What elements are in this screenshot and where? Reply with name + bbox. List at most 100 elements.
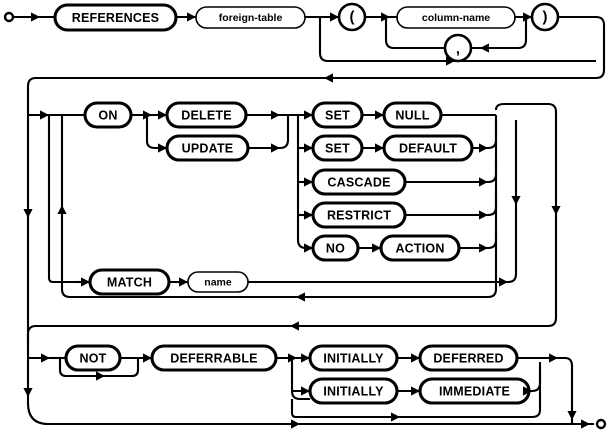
rail-initially-bypass (290, 370, 542, 419)
node-restrict[interactable]: RESTRICT (311, 201, 407, 229)
node-set-null-set[interactable]: SET (311, 101, 364, 129)
rail-immediate-merge (529, 362, 542, 393)
arrow-icon (271, 110, 280, 120)
arrow-icon (330, 12, 339, 22)
arrow-icon (23, 209, 33, 218)
node-initially-deferred[interactable]: INITIALLY (308, 344, 399, 372)
node-lparen-label: ( (350, 9, 355, 26)
rail-branch-to-update (145, 115, 167, 150)
start-marker (3, 11, 15, 23)
node-on-label: ON (98, 109, 117, 123)
rail-collector-a (494, 102, 516, 111)
rail-restrict-merge (405, 194, 498, 217)
node-references-label: REFERENCES (72, 11, 159, 25)
node-foreign-table[interactable]: foreign-table (195, 6, 306, 29)
node-references[interactable]: REFERENCES (53, 3, 178, 32)
arrow-icon (511, 196, 521, 205)
node-initially-label: INITIALLY (323, 385, 384, 399)
node-column-name[interactable]: column-name (396, 6, 516, 29)
node-null[interactable]: NULL (382, 101, 443, 129)
row-on-action: ON DELETE UPDATE (23, 101, 561, 403)
arrow-icon (40, 110, 49, 120)
rail-bypass-column-list (318, 17, 596, 63)
node-no[interactable]: NO (311, 234, 360, 262)
node-comma-label: , (456, 41, 460, 58)
arrow-icon (290, 321, 299, 331)
node-update-label: UPDATE (182, 142, 234, 156)
node-rparen-label: ) (543, 9, 548, 26)
node-deferrable-label: DEFERRABLE (170, 352, 257, 366)
node-column-name-label: column-name (422, 12, 490, 24)
arrow-icon (479, 143, 488, 153)
node-set-label: SET (325, 142, 350, 156)
node-lparen[interactable]: ( (337, 2, 367, 32)
rail-comma-loop-right (471, 17, 528, 50)
node-default[interactable]: DEFAULT (382, 134, 474, 162)
node-not-label: NOT (80, 352, 107, 366)
node-deferrable[interactable]: DEFERRABLE (150, 344, 278, 372)
arrow-icon (551, 206, 561, 215)
node-update[interactable]: UPDATE (165, 134, 250, 162)
node-foreign-table-label: foreign-table (219, 12, 283, 24)
node-action[interactable]: ACTION (379, 234, 461, 262)
node-delete[interactable]: DELETE (165, 101, 248, 129)
arrow-icon (499, 277, 508, 287)
node-default-label: DEFAULT (399, 142, 457, 156)
arrow-icon (23, 388, 33, 397)
node-set-label: SET (325, 109, 350, 123)
rail-deferrable-group-bypass (26, 402, 594, 426)
rail-branch-to-match (47, 115, 75, 284)
node-comma[interactable]: , (443, 33, 473, 63)
node-match-label: MATCH (107, 276, 152, 290)
node-action-label: ACTION (395, 242, 444, 256)
node-name[interactable]: name (187, 271, 249, 293)
arrow-icon (479, 177, 488, 187)
arrow-icon (179, 277, 188, 287)
node-cascade-label: CASCADE (327, 176, 390, 190)
node-initially-immediate[interactable]: INITIALLY (308, 377, 399, 405)
node-set-default-set[interactable]: SET (311, 134, 364, 162)
node-initially-label: INITIALLY (323, 352, 384, 366)
node-restrict-label: RESTRICT (327, 209, 391, 223)
arrow-icon (567, 411, 577, 420)
node-rparen[interactable]: ) (530, 2, 560, 32)
arrow-icon (479, 243, 488, 253)
arrow-icon (271, 143, 280, 153)
rail-default-merge (472, 115, 498, 150)
arrow-icon (480, 43, 489, 53)
node-not[interactable]: NOT (64, 344, 122, 372)
arrow-icon (581, 419, 590, 429)
node-immediate[interactable]: IMMEDIATE (418, 377, 531, 405)
arrow-icon (31, 12, 40, 22)
node-cascade[interactable]: CASCADE (311, 168, 407, 196)
arrow-icon (57, 205, 67, 214)
rail-onaction-repeat-left (60, 115, 300, 299)
arrow-icon (479, 210, 488, 220)
rail-row2-exit-to-row3 (26, 102, 558, 345)
arrow-icon (549, 353, 558, 363)
node-delete-label: DELETE (181, 109, 232, 123)
arrow-icon (296, 292, 305, 302)
arrow-icon (187, 12, 196, 22)
rail-onaction-repeat-right (300, 120, 498, 299)
node-null-label: NULL (395, 109, 429, 123)
rail-cascade-merge (405, 160, 498, 184)
arrow-icon (96, 371, 105, 381)
row-deferrable: NOT DEFERRABLE INITIALLY DEFERRED (26, 344, 607, 430)
rail-comma-loop-left (384, 17, 445, 50)
node-on[interactable]: ON (83, 101, 133, 129)
node-immediate-label: IMMEDIATE (439, 385, 510, 399)
arrow-icon (324, 73, 333, 83)
row-references: REFERENCES foreign-table ( column-name (3, 2, 606, 110)
rail-action-merge (459, 227, 498, 250)
node-deferred-label: DEFERRED (433, 352, 503, 366)
node-match[interactable]: MATCH (88, 268, 171, 296)
rail-row1-to-row2 (26, 15, 606, 110)
rail-match-merge (248, 120, 518, 284)
rail-update-merge (248, 115, 290, 150)
node-deferred[interactable]: DEFERRED (418, 344, 519, 372)
rail-row3-to-exit (564, 356, 574, 424)
arrow-icon (291, 419, 300, 429)
arrow-icon (523, 12, 532, 22)
